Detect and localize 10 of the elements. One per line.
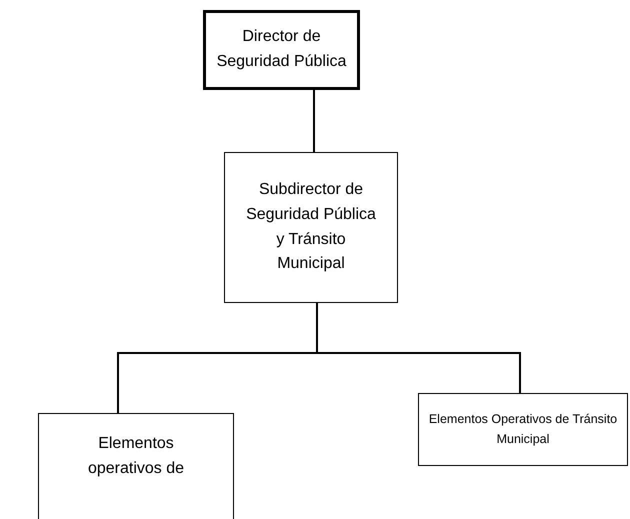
box-label: Subdirector de Seguridad Pública y Tránsito Municipal: [245, 180, 377, 274]
box-label: Director de Seguridad Pública: [216, 27, 348, 72]
org-box: [224, 152, 398, 303]
org-box: [418, 393, 628, 466]
org-box: [38, 413, 234, 519]
connector-line: [313, 90, 315, 152]
connector-line: [316, 303, 521, 393]
box-label: Elementos operativos de: [86, 434, 186, 479]
org-box: [203, 10, 360, 90]
box-label: Elementos Operativos de Tránsito Municipal: [428, 411, 618, 448]
